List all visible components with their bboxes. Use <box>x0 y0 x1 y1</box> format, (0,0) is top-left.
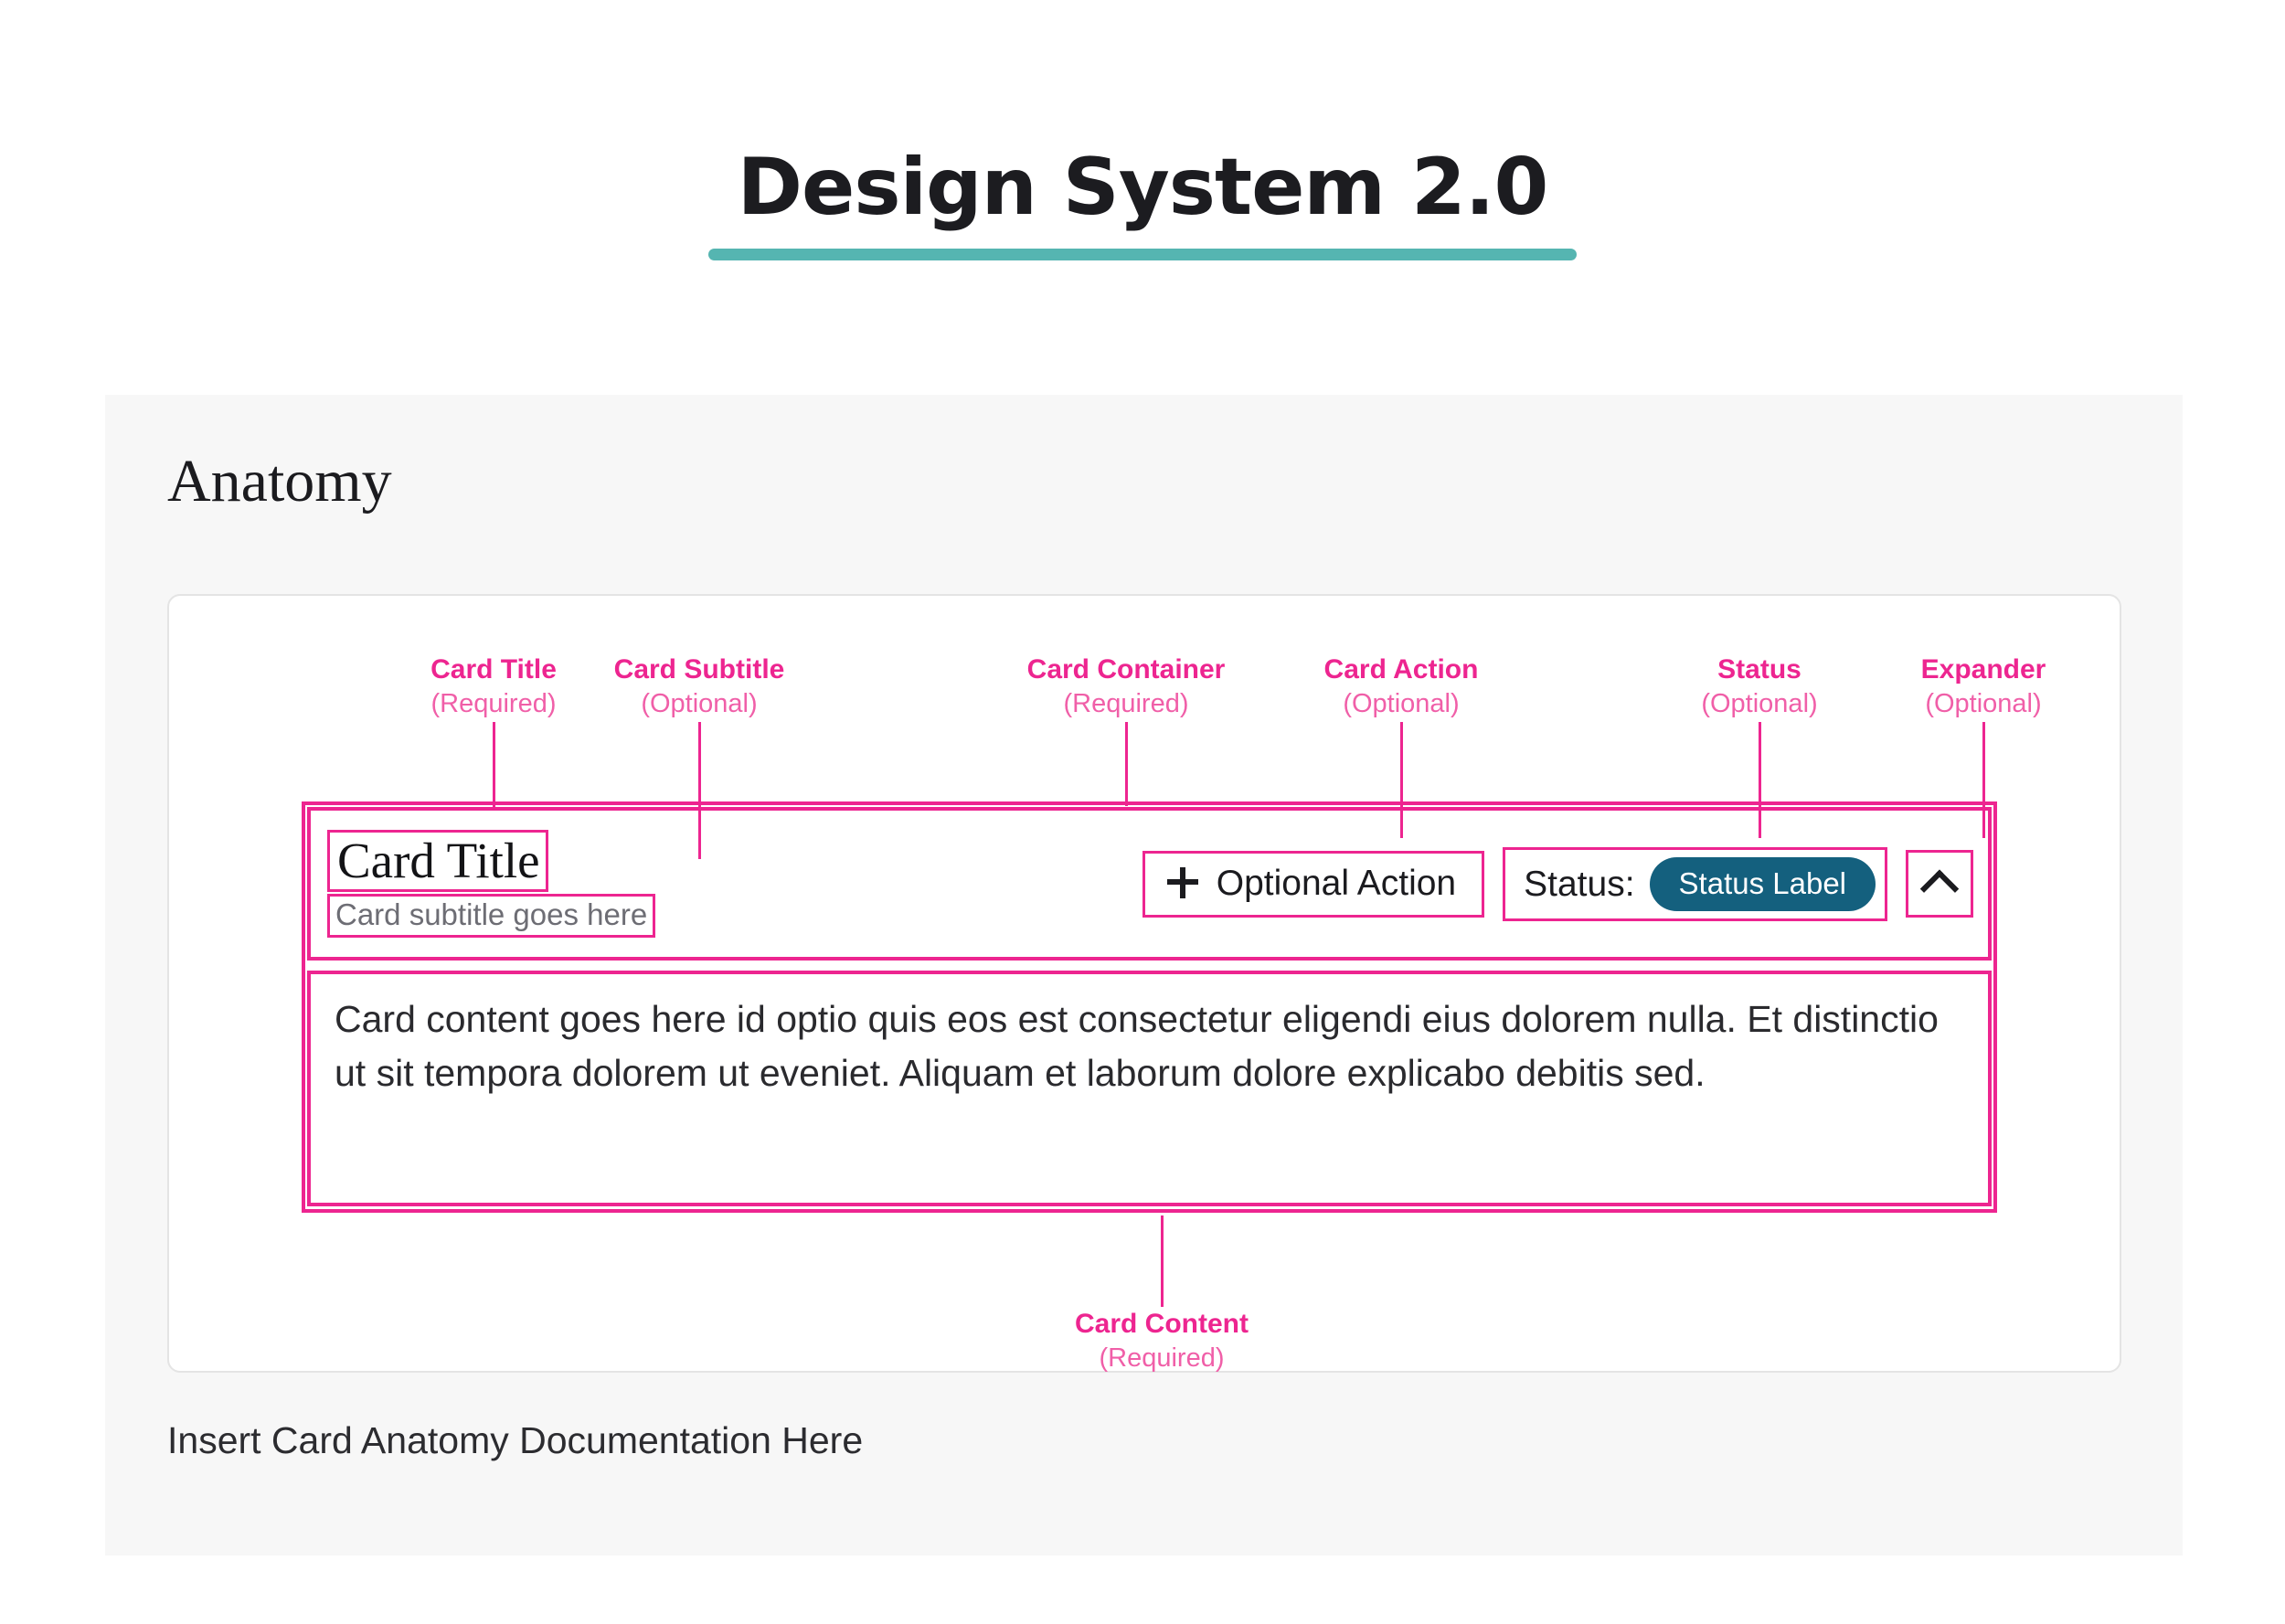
anatomy-demo-surface: Card Title (Required) Card Subtitle (Opt… <box>167 594 2121 1373</box>
annotation-card-action: Card Action (Optional) <box>1323 654 1479 719</box>
chevron-up-icon <box>1919 869 1960 908</box>
card-action-button[interactable]: Optional Action <box>1142 850 1485 918</box>
title-underline <box>708 249 1577 261</box>
card-action-label: Optional Action <box>1216 863 1457 903</box>
annotation-card-container: Card Container (Required) <box>1026 654 1226 719</box>
status-prefix-label: Status: <box>1524 864 1635 904</box>
card-expander-button[interactable] <box>1906 850 1973 918</box>
annotation-card-content: Card Content (Required) <box>1075 1309 1249 1374</box>
annotation-card-title: Card Title (Required) <box>430 654 557 719</box>
card-subtitle: Card subtitle goes here <box>335 897 648 932</box>
card-content-outline: Card content goes here id optio quis eos… <box>307 971 1992 1206</box>
card-header-left: Card Title Card subtitle goes here <box>327 829 1142 939</box>
leader-line-card-title <box>493 722 495 811</box>
card-header-right: Optional Action Status: Status Label <box>1142 846 1973 921</box>
annotation-card-subtitle: Card Subtitle (Optional) <box>613 654 785 719</box>
leader-line-card-container <box>1125 722 1128 806</box>
annotation-status: Status (Optional) <box>1701 654 1818 719</box>
card-container-outline <box>302 801 1997 1213</box>
card-header: Card Title Card subtitle goes here Optio… <box>307 807 1992 961</box>
card-title-outline: Card Title <box>327 829 548 893</box>
card-status: Status: Status Label <box>1503 846 1887 921</box>
card-title: Card Title <box>337 832 540 888</box>
page-header: Design System 2.0 <box>0 0 2285 261</box>
annotation-expander: Expander (Optional) <box>1920 654 2046 719</box>
status-badge: Status Label <box>1649 856 1876 911</box>
card-subtitle-outline: Card subtitle goes here <box>327 894 656 939</box>
plus-icon <box>1166 867 1198 898</box>
card-content-text: Card content goes here id optio quis eos… <box>335 998 1939 1095</box>
anatomy-panel: Anatomy Card Title (Required) Card Subti… <box>105 395 2183 1555</box>
page-title: Design System 2.0 <box>737 142 1549 233</box>
documentation-note: Insert Card Anatomy Documentation Here <box>167 1419 864 1461</box>
leader-line-card-content <box>1161 1215 1164 1307</box>
section-heading: Anatomy <box>167 448 392 515</box>
